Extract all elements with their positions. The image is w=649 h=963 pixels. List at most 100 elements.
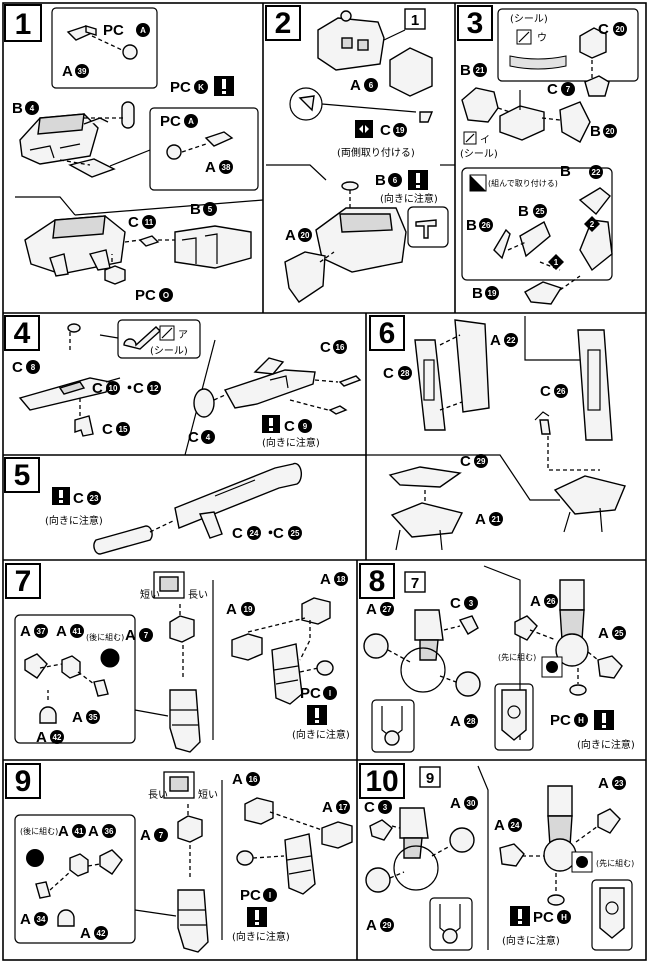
svg-text:27: 27: [383, 605, 392, 614]
svg-text:7: 7: [566, 85, 571, 94]
svg-text:A: A: [322, 799, 333, 816]
step-10: 10 9 C 3 A 30 A 29 A 23 A 24: [359, 763, 634, 951]
step-9-number: 9: [15, 765, 32, 798]
svg-text:B: B: [518, 203, 529, 220]
rifle-assembly: [223, 369, 316, 409]
svg-text:34: 34: [37, 915, 46, 924]
svg-text:PC: PC: [170, 79, 191, 96]
svg-text:(両側取り付ける): (両側取り付ける): [337, 146, 415, 159]
svg-text:22: 22: [592, 168, 601, 177]
svg-text:ア: ア: [178, 330, 188, 341]
svg-text:19: 19: [488, 289, 497, 298]
svg-text:(シール): (シール): [150, 346, 188, 357]
step-1: 1 PC A A 39 PC K B 4 PC A: [4, 4, 264, 304]
svg-text:C: C: [380, 122, 391, 139]
svg-text:42: 42: [53, 733, 62, 742]
svg-text:25: 25: [291, 529, 300, 538]
thigh-right: [399, 807, 429, 839]
svg-text:A: A: [80, 925, 91, 942]
svg-text:7: 7: [159, 831, 164, 840]
svg-text:C: C: [284, 418, 295, 435]
svg-text:A: A: [450, 795, 461, 812]
svg-text:C: C: [460, 453, 471, 470]
svg-text:A: A: [56, 623, 67, 640]
svg-text:22: 22: [507, 336, 516, 345]
step-5-number: 5: [14, 459, 31, 492]
svg-text:I: I: [329, 689, 331, 698]
svg-text:25: 25: [615, 629, 624, 638]
svg-text:(シール): (シール): [510, 14, 548, 25]
svg-text:12: 12: [150, 384, 159, 393]
svg-text:3: 3: [469, 599, 474, 608]
svg-text:29: 29: [477, 457, 486, 466]
svg-text:1: 1: [554, 258, 559, 267]
svg-text:(先に組む): (先に組む): [596, 858, 634, 868]
svg-text:H: H: [578, 716, 584, 725]
svg-text:30: 30: [467, 799, 476, 808]
step-4: 4 ア (シール) C 8 C 10 ・ C 12 C 15 C: [4, 315, 362, 456]
svg-text:(向きに注意): (向きに注意): [232, 930, 290, 943]
svg-text:A: A: [20, 623, 31, 640]
svg-text:A: A: [366, 917, 377, 934]
svg-text:(後に組む): (後に組む): [20, 826, 58, 836]
svg-text:C: C: [73, 490, 84, 507]
svg-text:A: A: [285, 227, 296, 244]
svg-text:A: A: [226, 601, 237, 618]
head-crest: [579, 219, 613, 272]
svg-text:(向きに注意): (向きに注意): [380, 192, 438, 205]
svg-text:C: C: [128, 214, 139, 231]
svg-text:・: ・: [263, 525, 278, 542]
thigh-part: [414, 609, 444, 641]
svg-text:41: 41: [75, 827, 84, 836]
svg-text:A: A: [58, 823, 69, 840]
svg-text:A: A: [530, 593, 541, 610]
step-8: 8 7 A 27 C 3 A 28 A 26 A 25: [359, 563, 635, 753]
step-7-number: 7: [15, 565, 32, 598]
svg-text:A: A: [475, 511, 486, 528]
svg-text:39: 39: [78, 67, 87, 76]
svg-text:10: 10: [109, 384, 118, 393]
rear-skirt: [577, 329, 613, 441]
svg-text:C: C: [102, 421, 113, 438]
step-3-number: 3: [467, 7, 484, 40]
svg-text:28: 28: [467, 717, 476, 726]
svg-text:8: 8: [31, 363, 36, 372]
step-6: 6 C 28 A 22 C 26 C 29 A 21: [366, 315, 626, 551]
svg-text:A: A: [490, 332, 501, 349]
svg-text:(先に組む): (先に組む): [498, 652, 536, 662]
svg-text:7: 7: [411, 575, 419, 592]
svg-text:PC: PC: [160, 113, 181, 130]
svg-text:A: A: [598, 625, 609, 642]
both-sides-icon: [355, 120, 373, 138]
svg-text:26: 26: [557, 387, 566, 396]
step-9: 9 長い 短い A 7 (後に組む) A 41 A 36 A 34 A 42: [5, 763, 353, 953]
step-10-number: 10: [365, 765, 398, 798]
svg-text:23: 23: [90, 494, 99, 503]
svg-text:26: 26: [547, 597, 556, 606]
svg-text:短い: 短い: [140, 588, 160, 601]
svg-text:ウ: ウ: [537, 32, 547, 44]
svg-text:A: A: [125, 627, 136, 644]
svg-text:K: K: [198, 83, 204, 92]
svg-text:21: 21: [476, 66, 485, 75]
svg-text:19: 19: [396, 126, 405, 135]
svg-text:A: A: [598, 775, 609, 792]
step-2-number: 2: [275, 7, 292, 40]
svg-text:42: 42: [97, 929, 106, 938]
svg-text:B: B: [12, 100, 23, 117]
svg-text:・: ・: [122, 380, 137, 397]
step-4-number: 4: [14, 317, 31, 350]
step-5: 5 C 23 (向きに注意) C 24 ・ C 25: [4, 457, 303, 555]
svg-text:26: 26: [482, 221, 491, 230]
svg-text:C: C: [383, 365, 394, 382]
svg-text:I: I: [269, 891, 271, 900]
svg-text:(シール): (シール): [460, 149, 498, 160]
svg-text:A: A: [20, 911, 31, 928]
svg-text:25: 25: [536, 207, 545, 216]
svg-text:C: C: [273, 525, 284, 542]
svg-text:4: 4: [30, 104, 35, 113]
svg-text:PC: PC: [103, 22, 124, 39]
svg-text:C: C: [598, 21, 609, 38]
